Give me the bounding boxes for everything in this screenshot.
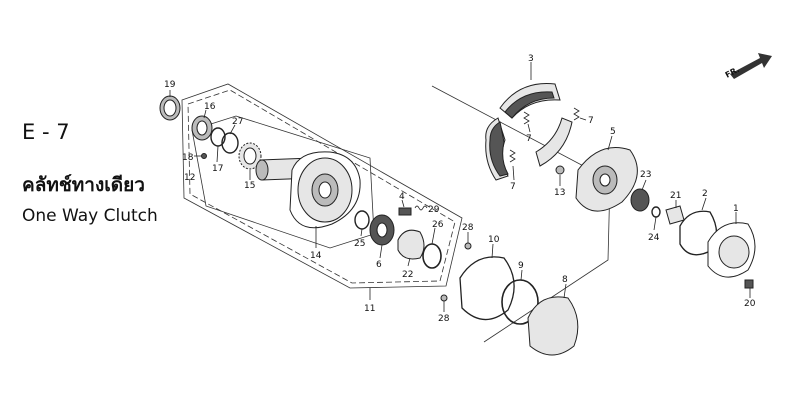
clutch-shoe-part: [485, 83, 573, 181]
title-thai: คลัทช์ทางเดียว: [22, 174, 145, 196]
callout-22: 22: [402, 270, 413, 280]
group-box-right: [431, 85, 611, 343]
shoe-spring-part-c: [509, 149, 516, 163]
callout-5: 5: [610, 127, 616, 137]
callout-7-a: 7: [526, 134, 532, 144]
callout-27: 27: [232, 117, 243, 127]
spring-block-part: [398, 207, 412, 216]
thrust-washer-part: [354, 210, 370, 230]
callout-1: 1: [733, 204, 739, 214]
pin-part: [201, 153, 207, 159]
front-direction-arrow-icon: FR.: [724, 53, 772, 80]
bearing-part: [191, 115, 213, 141]
section-code: E - 7: [22, 120, 70, 144]
callout-7-c: 7: [510, 182, 516, 192]
callout-21: 21: [670, 191, 681, 201]
leader-lines: [169, 62, 751, 312]
callout-25: 25: [354, 239, 365, 249]
callout-11: 11: [364, 304, 375, 314]
bolt-part: [744, 279, 754, 289]
callout-10: 10: [488, 235, 500, 245]
callout-9: 9: [518, 261, 524, 271]
retainer-plate-part: [397, 229, 425, 260]
callout-18: 18: [182, 153, 194, 163]
callout-28-b: 28: [438, 314, 450, 324]
title-english: One Way Clutch: [22, 206, 158, 226]
clutch-outer-drum-part: [255, 151, 361, 229]
callout-8: 8: [562, 275, 568, 285]
clutch-cover-inner: [718, 235, 750, 269]
callout-3: 3: [528, 54, 534, 64]
callout-19: 19: [164, 80, 176, 90]
callout-23: 23: [640, 170, 651, 180]
o-ring-part: [501, 279, 539, 325]
nut-part: [555, 165, 565, 175]
group-box-11: [181, 83, 463, 289]
bushing-plate-part: [665, 205, 685, 225]
callout-15: 15: [244, 181, 255, 191]
callout-20: 20: [744, 299, 756, 309]
callout-12: 12: [184, 173, 195, 183]
shoe-spring-part-b: [573, 107, 580, 121]
front-direction-label: FR.: [724, 65, 741, 80]
callout-24: 24: [648, 233, 660, 243]
callout-14: 14: [310, 251, 322, 261]
callout-28-a: 28: [462, 223, 474, 233]
callout-7-b: 7: [588, 116, 594, 126]
washer-part: [651, 206, 661, 218]
one-way-clutch-part: [369, 214, 395, 246]
callout-16: 16: [204, 102, 216, 112]
dowel-pin-part-b: [440, 294, 448, 302]
dowel-pin-part-a: [464, 242, 472, 250]
needle-bearing-part: [238, 142, 262, 170]
callout-2: 2: [702, 189, 708, 199]
spring-part: [414, 205, 428, 211]
circlip-part: [221, 132, 239, 154]
outer-gasket-part: [459, 256, 515, 321]
callout-4: 4: [399, 192, 405, 202]
outer-cover-plate-part: [527, 296, 579, 356]
shoe-spring-part-a: [523, 111, 530, 125]
callout-13: 13: [554, 188, 565, 198]
callout-29: 29: [428, 205, 440, 215]
gear-part: [630, 188, 650, 212]
drive-plate-part: [575, 147, 638, 212]
callout-6: 6: [376, 260, 382, 270]
oil-seal-part: [159, 95, 181, 121]
callout-26: 26: [432, 220, 444, 230]
callout-17: 17: [212, 164, 223, 174]
snap-ring-part: [422, 243, 442, 269]
